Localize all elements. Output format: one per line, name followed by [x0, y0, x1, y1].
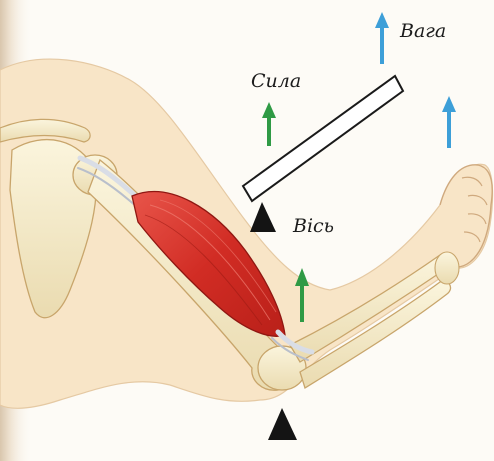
axis-label: Вісь: [293, 215, 334, 237]
weight-arrow-icon: [375, 12, 389, 64]
wrist-bones: [435, 252, 459, 284]
force-label: Сила: [251, 70, 301, 92]
fulcrum-triangle-icon: [250, 202, 276, 232]
elbow-fulcrum-triangle-icon: [268, 408, 297, 440]
force-arrow-icon: [262, 102, 276, 146]
hand-weight-arrow-icon: [442, 96, 456, 148]
weight-label: Вага: [400, 20, 446, 42]
